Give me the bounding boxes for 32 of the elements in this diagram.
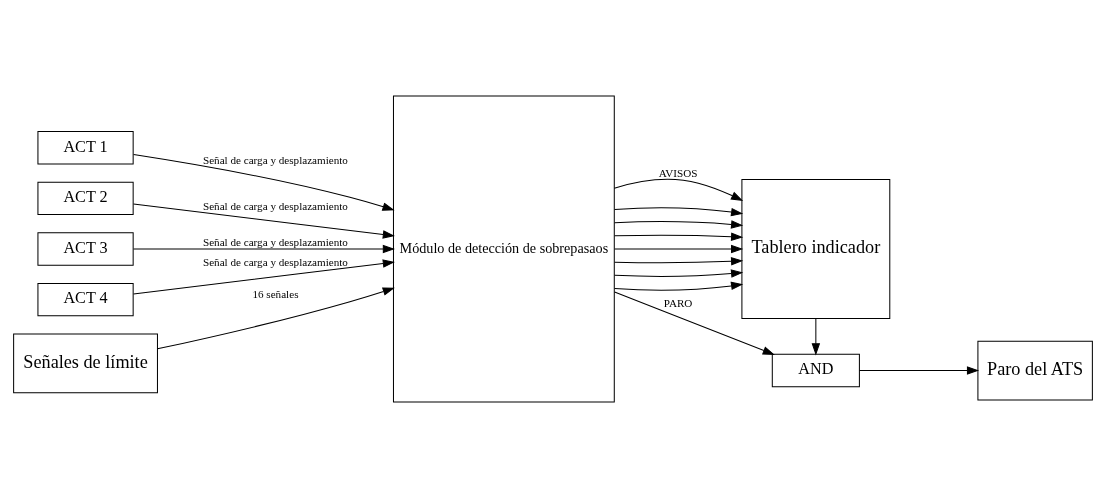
node-box: ACT 1 [37, 130, 134, 164]
arrow [811, 317, 821, 355]
edge-label: 16 señales [252, 287, 299, 300]
arrow [614, 291, 775, 355]
node-box: Paro del ATS [977, 340, 1093, 400]
arrow [614, 268, 744, 278]
node-box: Señales de límite [13, 333, 158, 393]
arrow [156, 286, 395, 349]
edge-label: PARO [663, 296, 693, 309]
arrow [133, 203, 395, 239]
arrow [614, 256, 744, 266]
node-box: AND [771, 353, 860, 387]
node-box: ACT 3 [37, 231, 134, 266]
arrow [133, 153, 395, 211]
edge-label: AVISOS [658, 166, 698, 179]
arrow [133, 244, 395, 253]
edge-label: Señal de carga y desplazamiento [202, 153, 348, 166]
node-box: ACT 4 [37, 282, 134, 316]
node-box: Módulo de detección de sobrepasaos [392, 95, 615, 402]
arrow [614, 281, 744, 290]
edge-label: Señal de carga y desplazamiento [202, 255, 348, 268]
edge-label: Señal de carga y desplazamiento [202, 235, 348, 248]
arrow [859, 365, 980, 375]
node-box: Tablero indicador [741, 178, 891, 319]
edge-label: Señal de carga y desplazamiento [202, 199, 348, 212]
arrow [614, 244, 744, 253]
node-box: ACT 2 [37, 181, 134, 215]
arrow [614, 219, 744, 229]
arrow [613, 178, 744, 201]
arrow [614, 207, 744, 216]
arrow [614, 231, 744, 241]
arrow [133, 258, 395, 294]
